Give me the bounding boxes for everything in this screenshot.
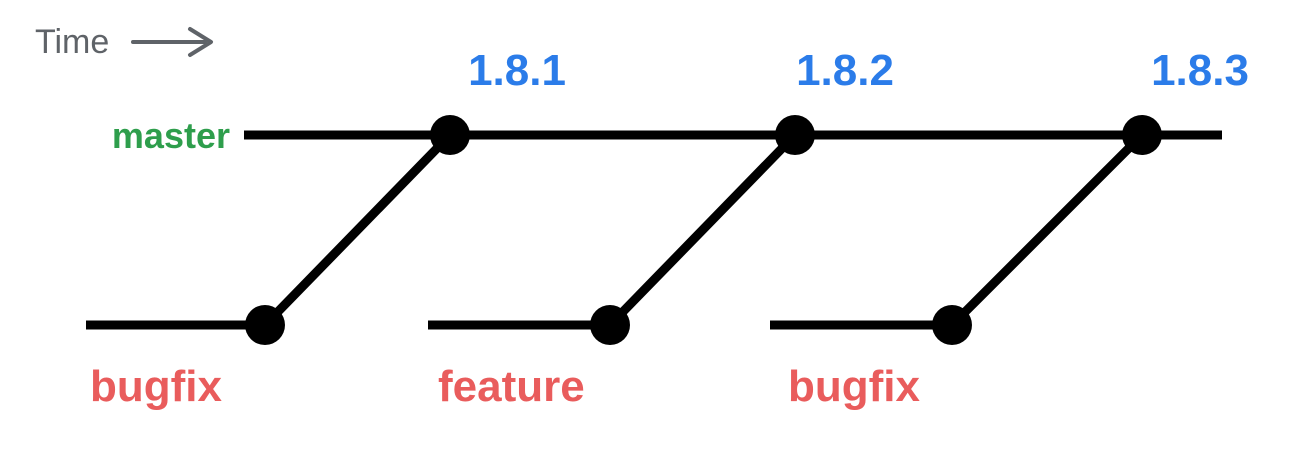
branch-label-bugfix-2: bugfix xyxy=(788,362,921,411)
commit-dot-bugfix-2 xyxy=(932,305,972,345)
version-tag-1: 1.8.1 xyxy=(468,46,566,95)
version-tag-3: 1.8.3 xyxy=(1151,46,1249,95)
master-branch-label: master xyxy=(112,115,230,156)
merge-line-bugfix-2 xyxy=(948,131,1146,329)
branch-label-feature: feature xyxy=(438,362,585,411)
time-arrow-head xyxy=(188,27,213,57)
commit-dot-feature xyxy=(590,305,630,345)
branch-label-bugfix-1: bugfix xyxy=(90,362,223,411)
commit-dot-bugfix-1 xyxy=(245,305,285,345)
commit-dot-release-1 xyxy=(430,115,470,155)
time-axis-label: Time xyxy=(35,23,109,61)
version-tag-2: 1.8.2 xyxy=(796,46,894,95)
merge-line-feature xyxy=(606,131,799,329)
time-arrow-icon xyxy=(131,27,213,57)
merge-line-bugfix-1 xyxy=(261,131,454,329)
commit-dot-release-2 xyxy=(775,115,815,155)
commit-dot-release-3 xyxy=(1122,115,1162,155)
